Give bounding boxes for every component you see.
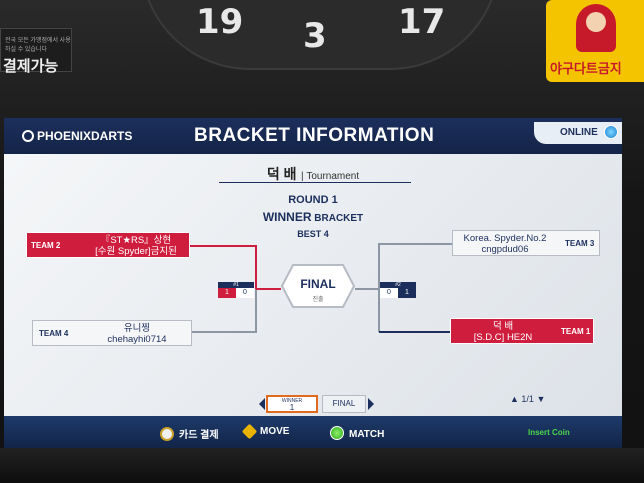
team-4-tag: TEAM 4 bbox=[39, 329, 69, 338]
final-label: FINAL bbox=[300, 277, 336, 291]
team-2-names: 『ST★RS』상현 [수원 Spyder]금지된 bbox=[81, 235, 191, 257]
board-number-19: 19 bbox=[196, 2, 244, 42]
final-hexagon bbox=[281, 264, 355, 308]
line-team2 bbox=[190, 245, 257, 289]
move-label: MOVE bbox=[260, 426, 290, 437]
screen-footer: 카드 결제 MOVE MATCH Insert Coin bbox=[4, 416, 622, 448]
brand-logo: PHOENIXDARTS bbox=[22, 129, 132, 143]
team-1-player2: [S.D.C] HE2N bbox=[473, 332, 533, 343]
bracket-tab-winner-label: WINNER bbox=[281, 398, 303, 404]
match-1-score-b: 0 bbox=[236, 288, 254, 298]
online-status: ONLINE bbox=[534, 122, 622, 144]
page-title: BRACKET INFORMATION bbox=[194, 125, 435, 146]
team-4-player2: chehayhi0714 bbox=[107, 334, 167, 345]
tournament-name-english: | Tournament bbox=[300, 171, 360, 182]
tournament-name-korean: 덕 배 bbox=[266, 166, 297, 182]
move-pad-icon bbox=[241, 423, 258, 440]
page-number: 1/1 bbox=[521, 394, 534, 404]
bracket-prev-arrow-icon[interactable] bbox=[259, 398, 265, 410]
bracket-label-b: BRACKET bbox=[311, 213, 364, 224]
team-2-card: TEAM 2 『ST★RS』상현 [수원 Spyder]금지된 bbox=[26, 232, 190, 258]
match-2-label: #2 bbox=[380, 282, 416, 288]
team-3-names: Korea. Spyder.No.2 cngpdud06 bbox=[455, 233, 555, 255]
team-4-names: 유니찡 chehayhi0714 bbox=[85, 323, 189, 345]
bezel-bottom bbox=[0, 448, 644, 483]
best-of-label: BEST 4 bbox=[297, 229, 329, 239]
payment-sticker-text: 결제가능 bbox=[3, 58, 59, 75]
title-underline bbox=[219, 182, 411, 183]
match-2-score: #2 0 1 bbox=[380, 282, 416, 298]
card-payment-hint[interactable]: 카드 결제 bbox=[160, 426, 219, 441]
match-label: MATCH bbox=[349, 429, 385, 440]
team-1-tag: TEAM 1 bbox=[561, 327, 591, 336]
match-1-score-a: 1 bbox=[218, 288, 236, 298]
warning-sticker-text: 야구다트금지 bbox=[550, 61, 622, 76]
bracket-tab-winner[interactable]: WINNER 1 bbox=[266, 395, 318, 413]
card-payment-label: 카드 결제 bbox=[179, 430, 219, 441]
team-1-names: 덕 배 [S.D.C] HE2N bbox=[453, 321, 553, 343]
bracket-tab-final[interactable]: FINAL bbox=[322, 395, 366, 413]
payment-sticker-small: 전국 모든 가맹점에서 사용하실 수 있습니다 bbox=[5, 38, 71, 53]
match-2-score-a: 0 bbox=[380, 288, 398, 298]
bracket-body: 덕 배 | Tournament ROUND 1 WINNER BRACKET … bbox=[4, 154, 622, 416]
player-face-icon bbox=[586, 12, 606, 32]
final-sublabel: 진출 bbox=[312, 297, 324, 303]
bracket-tab-winner-number: 1 bbox=[289, 403, 295, 412]
warning-sticker: 야구다트금지 bbox=[546, 0, 644, 82]
team-2-player2: [수원 Spyder]금지된 bbox=[95, 246, 177, 257]
team-1-player1: 덕 배 bbox=[492, 321, 514, 332]
card-payment-icon bbox=[160, 427, 174, 441]
bracket-lines bbox=[190, 243, 452, 333]
match-2-score-b: 1 bbox=[398, 288, 416, 298]
line-team3 bbox=[378, 243, 452, 332]
team-4-card: TEAM 4 유니찡 chehayhi0714 bbox=[32, 320, 192, 346]
team-4-player1: 유니찡 bbox=[123, 323, 151, 334]
move-hint[interactable]: MOVE bbox=[241, 423, 290, 440]
match-1-score: #1 1 0 bbox=[218, 282, 254, 298]
team-1-card: 덕 배 [S.D.C] HE2N TEAM 1 bbox=[450, 318, 594, 344]
bracket-next-arrow-icon[interactable] bbox=[368, 398, 374, 410]
match-hint[interactable]: MATCH bbox=[330, 426, 384, 440]
page-indicator: ▲ 1/1 ▼ bbox=[510, 394, 546, 404]
match-button-icon bbox=[330, 426, 344, 440]
brand-name: PHOENIXDARTS bbox=[37, 129, 133, 143]
match-1-label: #1 bbox=[218, 282, 254, 288]
screen-header: PHOENIXDARTS BRACKET INFORMATION ONLINE bbox=[4, 118, 622, 154]
team-3-player2: cngpdud06 bbox=[481, 244, 529, 255]
line-team4 bbox=[190, 289, 257, 333]
team-3-tag: TEAM 3 bbox=[565, 239, 595, 248]
phoenix-logo-icon bbox=[22, 130, 34, 142]
online-indicator-icon bbox=[604, 125, 618, 139]
board-number-17: 17 bbox=[398, 2, 446, 42]
bracket-label: WINNER BRACKET bbox=[4, 210, 622, 224]
round-label: ROUND 1 bbox=[288, 194, 338, 206]
insert-coin-text: Insert Coin bbox=[528, 428, 570, 437]
payment-sticker: 전국 모든 가맹점에서 사용하실 수 있습니다 결제가능 bbox=[0, 28, 72, 75]
team-2-player1: 『ST★RS』상현 bbox=[100, 235, 172, 246]
team-3-card: Korea. Spyder.No.2 cngpdud06 TEAM 3 bbox=[452, 230, 600, 256]
bracket-label-a: WINNER bbox=[262, 210, 312, 224]
team-3-player1: Korea. Spyder.No.2 bbox=[463, 233, 547, 244]
team-2-tag: TEAM 2 bbox=[31, 241, 61, 250]
bracket-screen: PHOENIXDARTS BRACKET INFORMATION ONLINE … bbox=[4, 118, 622, 448]
board-number-3: 3 bbox=[303, 16, 327, 56]
tournament-name: 덕 배 | Tournament bbox=[4, 164, 622, 184]
